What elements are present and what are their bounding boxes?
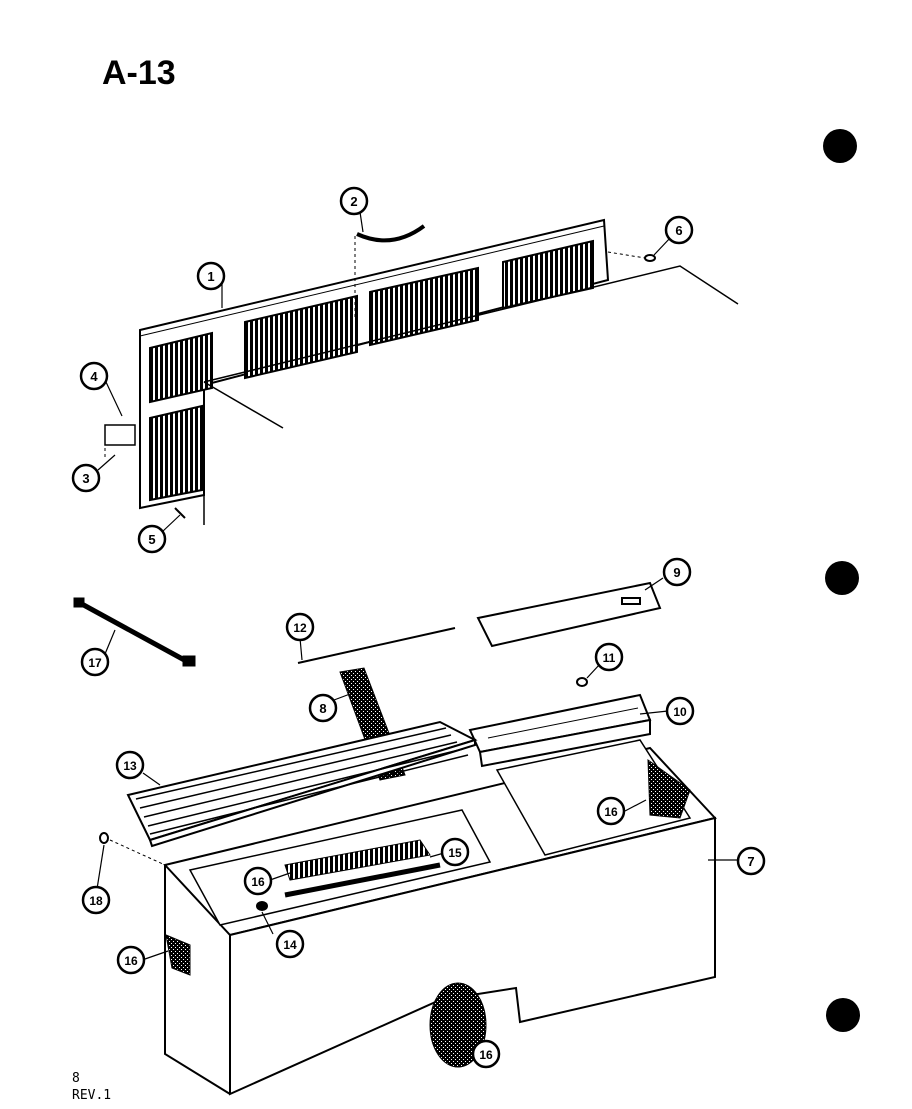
svg-text:4: 4 (90, 369, 98, 384)
svg-text:16: 16 (251, 875, 265, 889)
svg-text:1: 1 (207, 269, 214, 284)
svg-text:15: 15 (448, 846, 462, 860)
callout-16-right: 16 (596, 796, 626, 826)
access-cover-part (476, 581, 662, 648)
svg-text:11: 11 (603, 651, 616, 665)
callout-11: 11 (594, 642, 624, 672)
callout-17: 17 (80, 647, 110, 677)
svg-text:17: 17 (88, 656, 102, 670)
callout-10: 10 (665, 696, 695, 726)
callout-3: 3 (71, 463, 101, 493)
svg-text:16: 16 (604, 805, 618, 819)
binder-hole-middle (825, 561, 859, 595)
svg-text:14: 14 (283, 938, 297, 952)
front-panel-part (104, 218, 739, 525)
callout-2: 2 (339, 186, 369, 216)
callout-14: 14 (275, 929, 305, 959)
binder-hole-bottom (826, 998, 860, 1032)
diagram-title: A-13 (102, 54, 176, 92)
revision-label: REV.1 (72, 1088, 112, 1103)
callout-6: 6 (664, 215, 694, 245)
svg-text:7: 7 (747, 854, 754, 869)
page-number: 8 (72, 1071, 80, 1086)
cabinet-part (99, 739, 717, 1096)
svg-text:6: 6 (675, 223, 682, 238)
svg-text:13: 13 (123, 759, 137, 773)
callout-8: 8 (308, 693, 338, 723)
callout-5: 5 (137, 524, 167, 554)
svg-text:12: 12 (293, 621, 307, 635)
svg-text:9: 9 (673, 565, 680, 580)
svg-text:3: 3 (82, 471, 89, 486)
callout-18: 18 (81, 885, 111, 915)
svg-text:18: 18 (89, 894, 103, 908)
svg-text:8: 8 (319, 701, 326, 716)
callout-16-interior: 16 (243, 866, 273, 896)
callout-1: 1 (196, 261, 226, 291)
callout-15: 15 (440, 837, 470, 867)
svg-text:2: 2 (350, 194, 357, 209)
callout-12: 12 (285, 612, 315, 642)
svg-text:16: 16 (479, 1048, 493, 1062)
callout-13: 13 (115, 750, 145, 780)
callout-16-side: 16 (116, 945, 146, 975)
binder-hole-top (823, 129, 857, 163)
rod-part (297, 627, 456, 664)
hose-part (73, 597, 196, 667)
svg-text:5: 5 (148, 532, 155, 547)
callout-4: 4 (79, 361, 109, 391)
top-grille-part (126, 720, 478, 848)
svg-text:10: 10 (673, 705, 687, 719)
drain-tray-part (468, 677, 652, 768)
callout-16-front: 16 (471, 1039, 501, 1069)
svg-text:16: 16 (124, 954, 138, 968)
callout-7: 7 (736, 846, 766, 876)
callout-9: 9 (662, 557, 692, 587)
